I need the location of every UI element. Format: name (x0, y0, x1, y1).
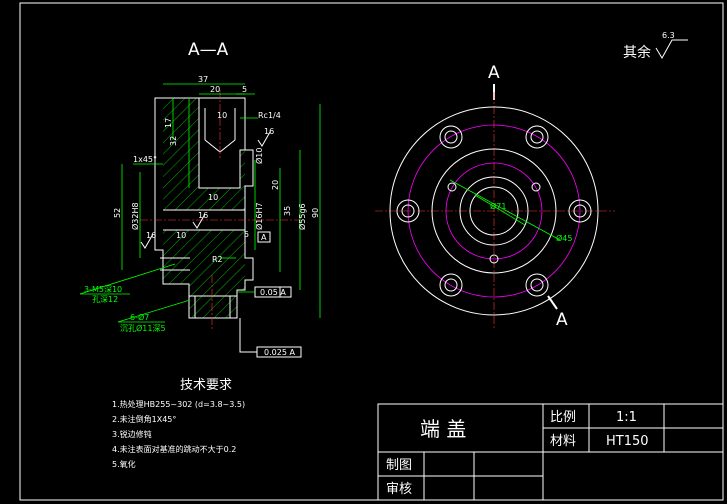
technical-requirements: 技术要求 1.热处理HB255~302 (d=3.8~3.5) 2.未注倒角1X… (112, 378, 245, 469)
front-view: 其余 6.3 A A (375, 31, 688, 330)
roughness-symbol (655, 39, 688, 59)
roughness-prefix: 其余 (623, 44, 651, 61)
section-dimensions: 37 20 5 Rc1/4 10 17 32 1x45° 52 Ø32H8 10… (113, 75, 321, 358)
datum-label: A (261, 233, 267, 242)
dim-20: 20 (210, 85, 220, 94)
section-label: A—A (188, 40, 229, 60)
dim-10c: 10 (208, 193, 218, 202)
cut-label-top: A (488, 63, 500, 83)
requirement-4: 4.未注表面对基准的跳动不大于0.2 (112, 444, 236, 454)
requirement-5: 5.氧化 (112, 459, 136, 469)
section-hatch-upper (163, 98, 245, 210)
dim-17: 17 (164, 118, 173, 128)
roughness-1: 16 (264, 127, 274, 136)
dim-d45: Ø45 (556, 233, 572, 243)
roughness-3: 16 (146, 231, 156, 240)
dim-chamfer: 1x45° (133, 155, 157, 164)
roughness-2: 16 (198, 211, 208, 220)
part-name: 端 盖 (420, 417, 466, 441)
dim-90: 90 (311, 208, 320, 218)
dim-r2: R2 (212, 255, 223, 264)
leader-d7-sub: 沉孔Ø11深5 (120, 323, 166, 333)
dim-rc: Rc1/4 (258, 111, 281, 120)
tolerance-frame-2: 0.025 A (264, 348, 295, 357)
roughness-value: 6.3 (662, 31, 675, 40)
requirement-3: 3.锐边修钝 (112, 429, 152, 439)
requirement-2: 2.未注倒角1X45° (112, 414, 176, 424)
leader-d7: 6-Ø7 (130, 312, 149, 322)
dim-5: 5 (242, 85, 247, 94)
dim-52: 52 (113, 208, 122, 218)
dim-55g6: Ø55g6 (297, 203, 307, 230)
scale-value: 1:1 (616, 410, 637, 425)
tolerance-frame-1: 0.05 A (260, 288, 286, 297)
dim-10a: 10 (217, 111, 227, 120)
dim-32h8: Ø32H8 (130, 202, 140, 230)
dim-10d: Ø10 (254, 148, 264, 164)
drawn-label: 制图 (386, 458, 412, 473)
cut-label-bottom: A (556, 310, 568, 330)
dim-16h7: Ø16H7 (254, 202, 264, 230)
bolt-circle (407, 124, 581, 298)
dim-37: 37 (198, 75, 208, 84)
drawing-frame (19, 2, 724, 501)
section-outline (154, 97, 254, 319)
section-bore (198, 98, 245, 189)
material-label: 材料 (550, 434, 576, 449)
tapped-holes (447, 182, 541, 264)
scale-label: 比例 (550, 410, 576, 425)
dim-35: 35 (283, 206, 292, 216)
material-value: HT150 (606, 434, 649, 449)
hole-leaders: 3-M5深10 孔深12 6-Ø7 沉孔Ø11深5 (79, 263, 191, 333)
boss-circle (431, 148, 557, 274)
dim-20b: 20 (271, 180, 280, 190)
dim-d71: Ø71 (490, 201, 506, 211)
requirements-heading: 技术要求 (180, 378, 232, 393)
requirement-1: 1.热处理HB255~302 (d=3.8~3.5) (112, 399, 245, 409)
checked-label: 审核 (386, 482, 412, 497)
dim-10b: 10 (176, 231, 186, 240)
leader-m5: 3-M5深10 (84, 285, 122, 294)
section-view: A—A 37 (79, 40, 321, 358)
flange-outer (389, 106, 599, 316)
dim-32: 32 (169, 136, 178, 146)
dim-5b: 5 (244, 230, 249, 239)
counterbored-holes (396, 125, 592, 297)
title-block: 端 盖 比例 1:1 材料 HT150 制图 审核 (377, 403, 724, 501)
leader-m5-sub: 孔深12 (92, 295, 118, 304)
